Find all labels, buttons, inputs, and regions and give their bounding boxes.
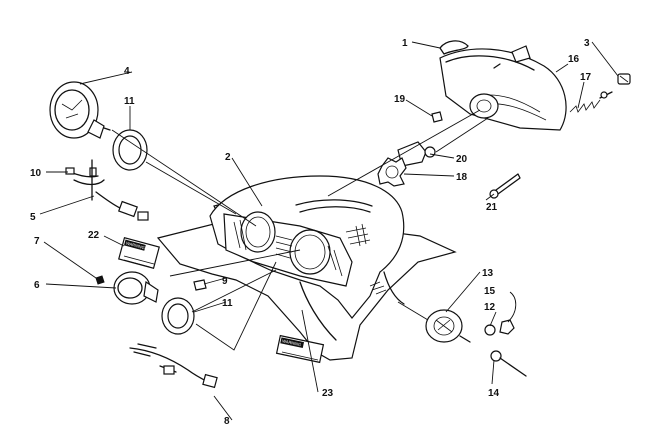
headlight-part-13 <box>425 309 471 343</box>
wiring-harness-lower <box>129 343 218 389</box>
callout-2: 2 <box>225 152 231 163</box>
decal-23-text: WARNING <box>282 338 302 347</box>
callout-21: 21 <box>486 202 498 213</box>
instrument-hood <box>156 175 457 361</box>
callout-3: 3 <box>584 38 590 49</box>
warning-decal-23: WARNING <box>275 334 325 364</box>
cable-part-14 <box>490 350 527 377</box>
screw-part-19 <box>431 111 443 123</box>
callout-9: 9 <box>222 276 228 287</box>
callout-15: 15 <box>484 286 496 297</box>
callout-labels: 1 2 3 4 5 6 7 8 9 10 11 11 12 13 14 15 1… <box>30 38 592 427</box>
callout-10: 10 <box>30 168 42 179</box>
callout-12: 12 <box>484 302 496 313</box>
callout-16: 16 <box>568 54 580 65</box>
gauge-part-4 <box>49 81 111 139</box>
wiring-harness-upper <box>65 159 149 221</box>
headlight-housing <box>439 45 567 131</box>
callout-22: 22 <box>88 230 100 241</box>
decal-22-text: WARNING <box>126 240 146 250</box>
callout-23: 23 <box>322 388 334 399</box>
long-bolt-part <box>489 173 521 199</box>
callout-18: 18 <box>456 172 468 183</box>
adjuster-knob-part <box>617 73 631 85</box>
clip-part-9 <box>193 279 207 291</box>
callout-14: 14 <box>488 388 500 399</box>
callout-11-lower: 11 <box>222 298 233 309</box>
leader-lines <box>39 41 619 421</box>
callout-13: 13 <box>482 268 494 279</box>
callout-20: 20 <box>456 154 468 165</box>
bezel-ring-upper <box>112 129 148 171</box>
gauge-part-6 <box>113 271 159 305</box>
callout-5: 5 <box>30 212 36 223</box>
bezel-ring-lower <box>161 297 195 335</box>
callout-7: 7 <box>34 236 40 247</box>
bulb-socket-part <box>377 157 407 187</box>
trim-strip-part <box>439 40 469 55</box>
callout-1: 1 <box>402 38 408 49</box>
callout-6: 6 <box>34 280 40 291</box>
nut-part-15 <box>499 319 515 335</box>
callout-11-upper: 11 <box>124 96 135 107</box>
callout-17: 17 <box>580 72 592 83</box>
callout-19: 19 <box>394 94 406 105</box>
washer-part-12 <box>484 324 496 336</box>
callout-8: 8 <box>224 416 230 427</box>
spring-bolt-part <box>569 91 613 113</box>
callout-4: 4 <box>124 66 130 77</box>
warning-decal-22: WARNING <box>118 236 160 270</box>
sender-part-7 <box>95 275 105 285</box>
